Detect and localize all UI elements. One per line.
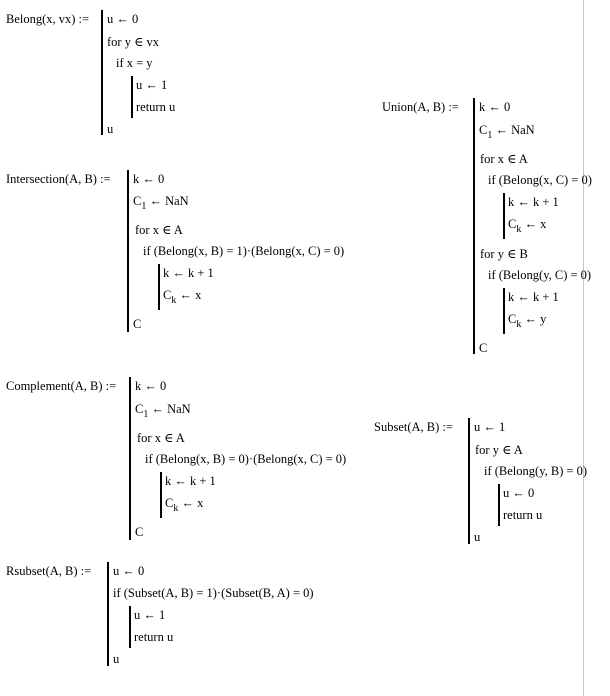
program-bar — [160, 472, 162, 518]
program-line: u ← 0 — [503, 486, 535, 500]
program-bar — [101, 10, 103, 135]
program-bar — [158, 264, 160, 310]
program-line: Ck ← x — [165, 496, 204, 514]
program-line: C1 ← NaN — [479, 123, 535, 141]
rsubset-definition-name: Rsubset(A, B) := — [6, 564, 92, 578]
program-bar — [129, 606, 131, 648]
program-line: C1 ← NaN — [133, 194, 189, 212]
program-line: if (Belong(x, C) = 0) — [488, 173, 592, 187]
program-line: u — [107, 122, 114, 136]
program-bar — [503, 288, 505, 334]
program-line: u ← 1 — [474, 420, 506, 434]
program-line: if x = y — [116, 56, 153, 70]
program-line: return u — [134, 630, 174, 644]
program-line: return u — [503, 508, 543, 522]
program-line: u — [474, 530, 481, 544]
program-line: C — [479, 341, 488, 355]
program-bar — [107, 562, 109, 666]
program-line: k ← 0 — [135, 379, 167, 393]
program-line: Ck ← y — [508, 312, 547, 330]
program-line: for y ∈ A — [475, 443, 523, 457]
program-line: C1 ← NaN — [135, 402, 191, 420]
program-line: if (Belong(x, B) = 1)·(Belong(x, C) = 0) — [143, 244, 345, 258]
program-line: for x ∈ A — [135, 223, 183, 237]
program-line: k ← 0 — [133, 172, 165, 186]
program-line: k ← k + 1 — [165, 474, 216, 488]
subset-definition-name: Subset(A, B) := — [374, 420, 453, 434]
program-line: Ck ← x — [508, 217, 547, 235]
program-line: for y ∈ B — [480, 247, 528, 261]
program-line: if (Belong(x, B) = 0)·(Belong(x, C) = 0) — [145, 452, 347, 466]
program-line: if (Belong(y, C) = 0) — [488, 268, 592, 282]
program-line: return u — [136, 100, 176, 114]
program-line: Ck ← x — [163, 288, 202, 306]
program-line: k ← k + 1 — [508, 195, 559, 209]
complement-definition-name: Complement(A, B) := — [6, 379, 117, 393]
program-line: for x ∈ A — [137, 431, 185, 445]
program-line: k ← k + 1 — [163, 266, 214, 280]
program-line: C — [133, 317, 142, 331]
program-bar — [129, 377, 131, 540]
program-line: for y ∈ vx — [107, 35, 159, 49]
program-bar — [468, 418, 470, 544]
program-line: for x ∈ A — [480, 152, 528, 166]
program-line: u ← 1 — [136, 78, 168, 92]
worksheet-right-margin — [583, 0, 584, 696]
program-bar — [498, 484, 500, 526]
intersection-definition-name: Intersection(A, B) := — [6, 172, 111, 186]
program-line: k ← k + 1 — [508, 290, 559, 304]
program-bar — [131, 76, 133, 118]
program-line: u ← 0 — [107, 12, 139, 26]
union-definition-name: Union(A, B) := — [382, 100, 459, 114]
program-bar — [127, 170, 129, 332]
program-line: C — [135, 525, 144, 539]
program-bar — [473, 98, 475, 354]
belong-definition-name: Belong(x, vx) := — [6, 12, 90, 26]
program-line: u ← 0 — [113, 564, 145, 578]
program-line: u ← 1 — [134, 608, 166, 622]
program-line: k ← 0 — [479, 100, 511, 114]
program-line: u — [113, 652, 120, 666]
program-bar — [503, 193, 505, 239]
program-line: if (Subset(A, B) = 1)·(Subset(B, A) = 0) — [113, 586, 314, 600]
program-line: if (Belong(y, B) = 0) — [484, 464, 588, 478]
